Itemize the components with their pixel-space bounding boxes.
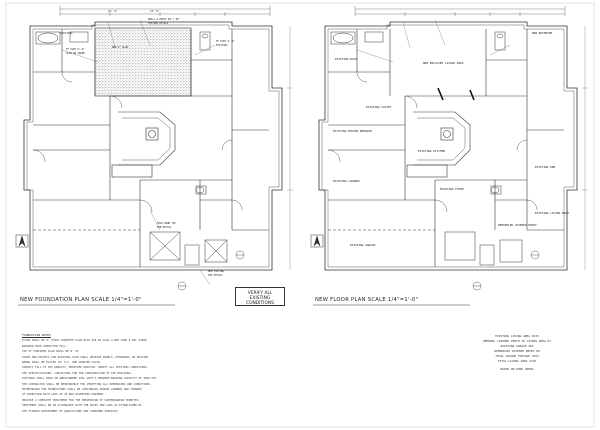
svg-text:FF ELEV 0'-0": FF ELEV 0'-0": [216, 40, 235, 43]
verify-conditions-box: VERIFY ALL EXISTING CONDITIONS: [235, 287, 285, 306]
foundation-note-line: THE FLORIDA DEPARTMENT OF AGRICULTURE AN…: [22, 408, 120, 413]
sheet-border: [5, 2, 595, 428]
room-closet: EXISTING CLOSET: [366, 105, 392, 109]
foundation-annotations: EXISTING DRILL & EPOXY #5 x 18" FOOTING …: [60, 9, 235, 277]
foundation-note-line: REINFORCING FOR FOUNDATIONS SHALL BE CON…: [22, 387, 142, 392]
svg-text:FF ELEV 0'-0": FF ELEV 0'-0": [66, 48, 85, 51]
svg-text:FOOTING DETAIL: FOOTING DETAIL: [148, 22, 169, 25]
new-slab-hatch: [94, 27, 192, 97]
foundation-note-line: SEE SPECIFICATIONS, CONSULTING FOR THE C…: [22, 370, 133, 375]
room-kitchen: EXISTING KITCHEN: [418, 149, 445, 153]
svg-text:14'-8": 14'-8": [150, 9, 160, 13]
foundation-plan-title: NEW FOUNDATION PLAN SCALE 1/4"=1'-0": [20, 297, 142, 303]
room-covered-entry: REMODELED COVERED ENTRY: [498, 223, 537, 227]
area-summary-line: EXISTING LIVING AREA 2633: [495, 334, 539, 338]
foundation-note-line: BARRIER OVER COMPACTED FILL.: [22, 343, 68, 348]
foundation-note-line: FLOOR SHALL BE 4" THICK CONCRETE SLAB WI…: [22, 338, 147, 343]
floor-plan-title: NEW FLOOR PLAN SCALE 1/4"=1'-0": [315, 297, 419, 303]
foundation-notes-heading: FOUNDATION NOTES: [22, 333, 51, 337]
foundation-notes: FOUNDATION NOTES FLOOR SHALL BE 4" THICK…: [22, 333, 272, 414]
foundation-note-line: TOP OF FINISHED SLAB SHALL BE 8" AT: [22, 349, 79, 354]
room-living-new: NEW ENCLOSED LIVING AREA: [423, 61, 464, 65]
foundation-note-line: CHIPS AND POCKETS FOR EXISTING SLAB SHAL…: [22, 354, 149, 359]
svg-text:EXISTING: EXISTING: [60, 31, 73, 35]
foundation-note-line: COMPACT FILL TO 95% DENSITY, MODIFIED PR…: [22, 365, 149, 370]
room-garage: EXISTING GARAGE: [350, 243, 376, 247]
area-summary-line: REMODEL COVERED PORCH TO LIVING AREA 87: [483, 338, 551, 343]
room-living-room: EXISTING LIVING ROOM: [535, 211, 569, 215]
floor-plan: [310, 6, 588, 306]
svg-text:HOLD DOWN TIE: HOLD DOWN TIE: [157, 222, 176, 225]
room-foyer: EXISTING FOYER: [440, 187, 464, 191]
svg-text:21'-4": 21'-4": [108, 9, 118, 13]
svg-text:EXISTING: EXISTING: [216, 44, 228, 47]
area-summary-line: TOTAL LIVING AREA 2720: [497, 358, 537, 363]
foundation-notes-lines: FLOOR SHALL BE 4" THICK CONCRETE SLAB WI…: [22, 338, 272, 414]
room-new-bath: NEW BATHROOM: [532, 31, 553, 35]
svg-text:PER DETAIL: PER DETAIL: [157, 226, 172, 229]
svg-text:NEW 4" SLAB: NEW 4" SLAB: [112, 46, 128, 49]
room-laundry: EXISTING LAUNDRY: [333, 179, 360, 183]
area-summary-line: TOTAL SQUARE FOOTAGE 3254: [495, 353, 539, 358]
foundation-note-line: PROVIDE A COMPLETE TREATMENT FOR THE PRE…: [22, 397, 141, 402]
foundation-note-line: REBAR SHALL BE PLACED 18" O.C. AND GROUT…: [22, 360, 102, 365]
svg-text:NEW FOOTING: NEW FOOTING: [208, 270, 224, 273]
floor-plan-room-labels: EXISTING BATH EXISTING CLOSET EXISTING M…: [333, 31, 569, 247]
svg-text:SLAB ON GRADE: SLAB ON GRADE: [66, 52, 85, 55]
room-bath: EXISTING BATH: [335, 57, 357, 61]
area-summary-line: EXISTING GARAGE 462: [500, 343, 534, 348]
svg-text:DRILL & EPOXY #5 x 18": DRILL & EPOXY #5 x 18": [148, 18, 180, 21]
foundation-plan: [15, 6, 293, 306]
foundation-note-line: TREATMENT SHALL BE IN ACCORDANCE WITH TH…: [22, 403, 142, 408]
foundation-note-line: OF DIRECTION WITH LAPS OF 30 BAR DIAMETE…: [22, 392, 105, 397]
foundation-note-line: THE CONTRACTOR SHALL BE RESPONSIBLE FOR …: [22, 381, 152, 386]
svg-text:SEE DETAIL: SEE DETAIL: [208, 274, 223, 277]
room-master-bedroom: EXISTING MASTER BEDROOM: [333, 129, 372, 133]
area-summary-note: BASED ON PHPA USERS: [500, 367, 534, 372]
room-den: EXISTING DEN: [535, 165, 556, 169]
area-summary-line: REMODELED COVERED ENTRY 80: [494, 348, 540, 353]
foundation-note-line: FOOTINGS SHALL BEAR ON UNDISTURBED SOIL …: [22, 376, 158, 381]
